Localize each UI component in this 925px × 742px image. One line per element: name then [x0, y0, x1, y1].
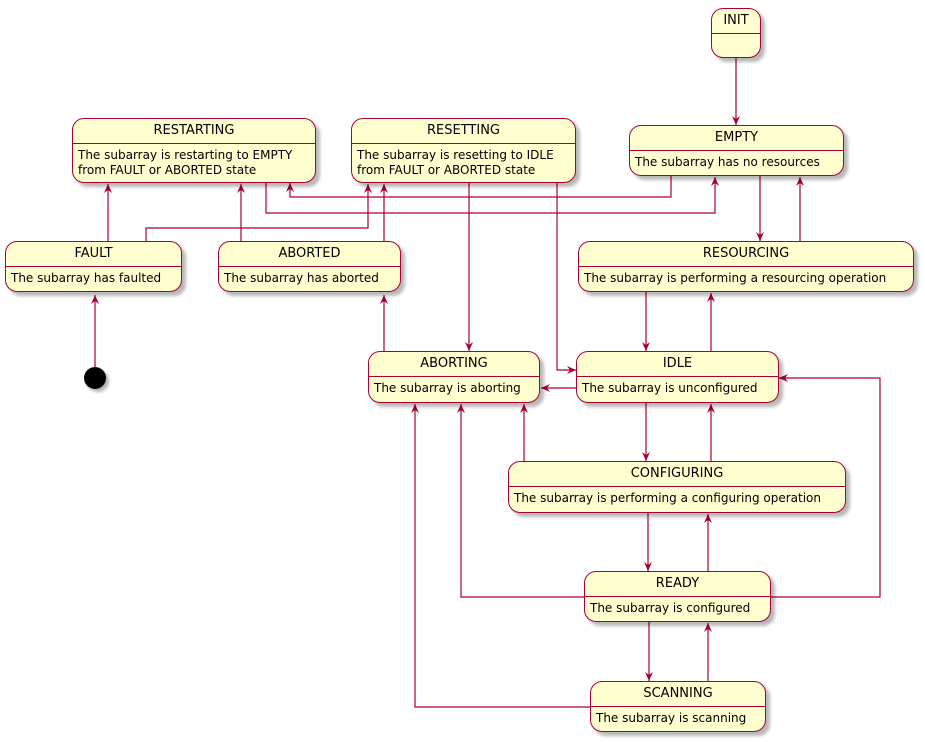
state-scanning: SCANNING The subarray is scanning	[590, 681, 766, 732]
state-fault-title: FAULT	[6, 242, 181, 267]
edge-resetting-idle	[556, 183, 576, 374]
state-resourcing: RESOURCING The subarray is performing a …	[578, 241, 914, 292]
state-empty: EMPTY The subarray has no resources	[629, 125, 844, 176]
start-node-dot	[84, 367, 106, 389]
state-resetting-title: RESETTING	[352, 119, 575, 144]
state-resetting-desc: The subarray is resetting to IDLE from F…	[357, 148, 554, 177]
state-idle-desc: The subarray is unconfigured	[582, 381, 758, 395]
state-empty-title: EMPTY	[630, 126, 843, 151]
edge-ready-idle	[771, 374, 881, 598]
edge-ready-aborting	[457, 404, 584, 598]
state-restarting: RESTARTING The subarray is restarting to…	[72, 118, 316, 183]
state-aborting: ABORTING The subarray is aborting	[368, 351, 540, 403]
state-init: INIT	[711, 8, 761, 58]
state-aborted-desc: The subarray has aborted	[224, 271, 379, 285]
edge-fault-resetting	[145, 184, 372, 241]
state-aborting-desc: The subarray is aborting	[374, 381, 521, 395]
state-restarting-title: RESTARTING	[73, 119, 315, 144]
state-empty-desc: The subarray has no resources	[635, 155, 820, 169]
state-ready: READY The subarray is configured	[584, 571, 771, 622]
edge-scanning-aborting	[411, 404, 590, 708]
state-fault-desc: The subarray has faulted	[11, 271, 162, 285]
state-scanning-desc: The subarray is scanning	[596, 711, 747, 725]
state-aborting-title: ABORTING	[369, 352, 539, 377]
state-init-title: INIT	[712, 9, 760, 34]
state-resourcing-desc: The subarray is performing a resourcing …	[584, 271, 887, 285]
edge-empty-restarting	[286, 176, 672, 198]
state-configuring: CONFIGURING The subarray is performing a…	[508, 461, 846, 513]
state-fault: FAULT The subarray has faulted	[5, 241, 182, 292]
edge-restarting-empty	[265, 177, 719, 214]
state-ready-title: READY	[585, 572, 770, 597]
state-restarting-desc: The subarray is restarting to EMPTY from…	[78, 148, 293, 177]
state-idle-title: IDLE	[577, 352, 778, 377]
state-idle: IDLE The subarray is unconfigured	[576, 351, 779, 403]
state-configuring-title: CONFIGURING	[509, 462, 845, 487]
state-aborted: ABORTED The subarray has aborted	[218, 241, 401, 292]
state-resetting: RESETTING The subarray is resetting to I…	[351, 118, 576, 183]
state-ready-desc: The subarray is configured	[590, 601, 751, 615]
state-aborted-title: ABORTED	[219, 242, 400, 267]
state-resourcing-title: RESOURCING	[579, 242, 913, 267]
state-configuring-desc: The subarray is performing a configuring…	[514, 491, 821, 505]
state-scanning-title: SCANNING	[591, 682, 765, 707]
